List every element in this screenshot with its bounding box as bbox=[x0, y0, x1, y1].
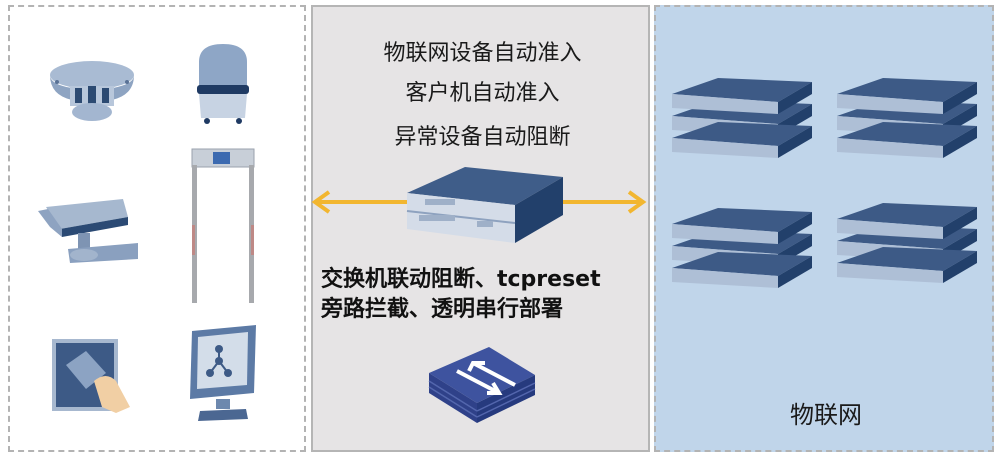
switch-icon bbox=[428, 347, 536, 423]
deployment-line-1: 交换机联动阻断、tcpreset bbox=[321, 267, 601, 292]
bidirectional-arrow-icon bbox=[311, 190, 647, 214]
feature-abnormal-block: 异常设备自动阻断 bbox=[394, 125, 571, 150]
alarm-beacon-icon bbox=[197, 44, 249, 124]
server-stack-icon bbox=[837, 78, 977, 158]
server-stack-icon bbox=[672, 208, 812, 288]
iot-network-panel: 物联网 bbox=[654, 5, 994, 452]
monitor-icon bbox=[190, 325, 256, 421]
network-appliance-icon bbox=[406, 167, 563, 243]
server-stack-icon bbox=[837, 203, 977, 283]
card-reader-icon bbox=[52, 339, 130, 413]
walk-through-gate-icon bbox=[191, 148, 255, 303]
smoke-detector-icon bbox=[50, 61, 134, 121]
server-stack-icon bbox=[672, 78, 812, 158]
feature-iot-admission: 物联网设备自动准入 bbox=[383, 41, 582, 66]
iot-network-label: 物联网 bbox=[790, 401, 862, 429]
camera-icon bbox=[38, 199, 138, 263]
deployment-line-2: 旁路拦截、透明串行部署 bbox=[321, 297, 564, 322]
feature-client-admission: 客户机自动准入 bbox=[405, 81, 560, 106]
endpoint-devices-panel bbox=[8, 5, 306, 452]
access-control-panel: 物联网设备自动准入 客户机自动准入 异常设备自动阻断 交换机联动阻断、tcpre… bbox=[311, 5, 650, 452]
